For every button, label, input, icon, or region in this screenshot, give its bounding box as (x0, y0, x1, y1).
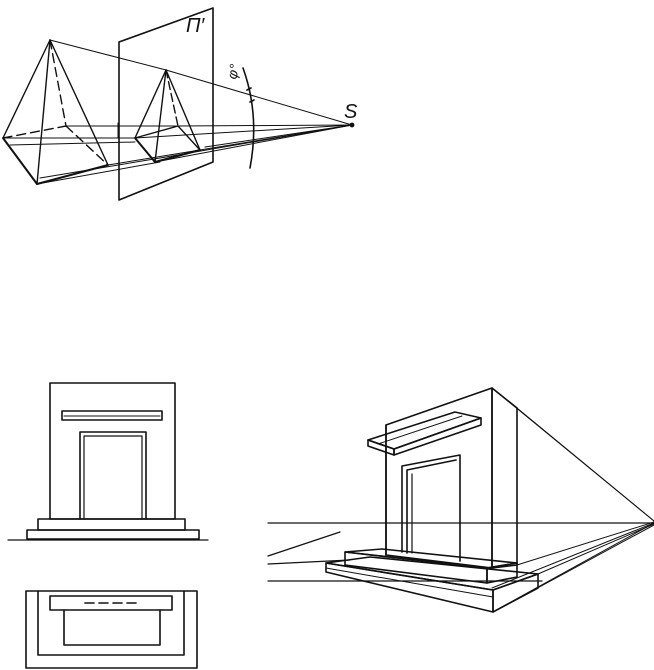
center-label: S (344, 101, 358, 123)
projecting-rays (2, 39, 353, 185)
projected-pyramid (134, 69, 201, 163)
center-point (349, 122, 355, 128)
plan-view (25, 590, 198, 669)
steps (325, 548, 539, 613)
angle-label: φ° (223, 62, 242, 81)
door-opening (401, 454, 461, 562)
vanishing-rays (491, 387, 654, 613)
picture-plane (117, 7, 214, 201)
original-pyramid (2, 39, 109, 185)
building-block (385, 387, 518, 569)
angle-arc (242, 67, 255, 169)
pyramid-projection-figure: φ° S П′ (2, 7, 358, 201)
horizon-lines (267, 522, 654, 582)
front-elevation (7, 382, 209, 541)
doorway-perspective (267, 387, 654, 613)
plane-label: П′ (186, 15, 205, 37)
canopy (367, 411, 482, 456)
